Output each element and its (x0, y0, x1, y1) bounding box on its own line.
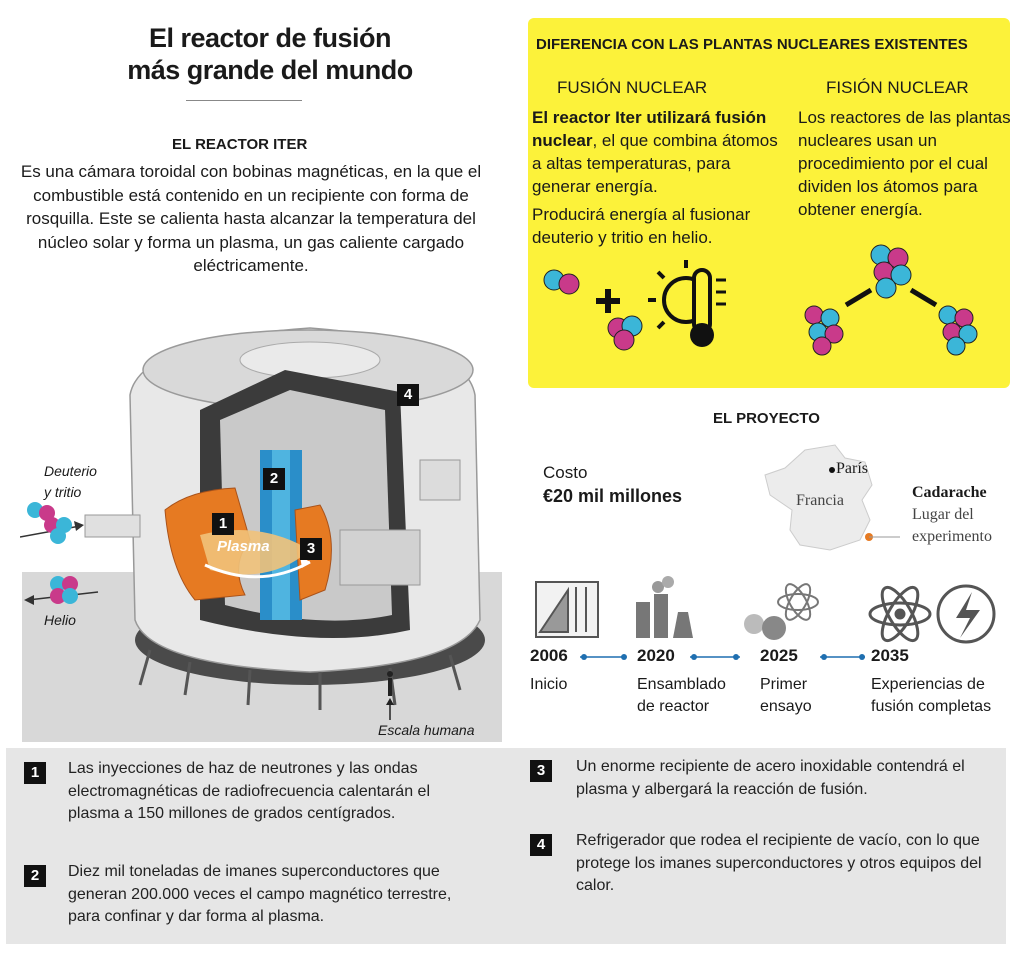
page-title: El reactor de fusión más grande del mund… (80, 22, 460, 86)
timeline-text-line-2: fusión completas (871, 698, 992, 715)
label-escala-humana: Escala humana (378, 722, 475, 738)
note-4: Refrigerador que rodea el recipiente de … (576, 832, 982, 894)
atom-energy-icon (868, 584, 996, 644)
label-plasma: Plasma (217, 538, 270, 555)
title-line-2: más grande del mundo (127, 55, 413, 85)
timeline-year: 2020 (637, 646, 675, 665)
map-label-lugar: Lugar del (912, 506, 974, 523)
timeline-item-2025: 2025 Primer ensayo (760, 646, 812, 718)
map-label-francia: Francia (796, 492, 844, 509)
fusion-title: FUSIÓN NUCLEAR (557, 78, 708, 97)
timeline-year: 2025 (760, 646, 798, 665)
map-label-paris: París (836, 460, 868, 477)
fusion-text-2: Producirá energía al fusionar deuterio y… (532, 205, 751, 247)
map-label-cadarache: Cadarache (912, 484, 987, 501)
timeline-text-line-1: Primer (760, 676, 808, 693)
note-3: Un enorme recipiente de acero inoxidable… (576, 758, 965, 798)
reactor-heading: EL REACTOR ITER (172, 136, 308, 153)
factory-icon (636, 576, 693, 638)
france-map (764, 444, 900, 551)
label-tritio: y tritio (44, 484, 82, 500)
cost-value: €20 mil millones (543, 486, 683, 506)
timeline-icons (535, 576, 996, 644)
label-helio: Helio (44, 612, 76, 628)
fusion-text: El reactor Iter utilizará fusión nuclear… (532, 106, 780, 198)
reactor-description: Es una cámara toroidal con bobinas magné… (20, 162, 482, 275)
project-heading: EL PROYECTO (713, 410, 820, 427)
notes-panel (6, 748, 1006, 944)
label-deuterio: Deuterio (44, 463, 97, 479)
map-label-experimento: experimento (912, 528, 992, 545)
timeline-text-line-1: Inicio (530, 676, 568, 693)
reactor-badge-1: 1 (212, 513, 234, 535)
note-badge-4: 4 (530, 834, 552, 856)
fusion-bold-text: El reactor Iter utilizará fusión nuclear (532, 108, 767, 150)
fission-text: Los reactores de las plantas nucleares u… (798, 108, 1011, 219)
fusion-fission-illustration (543, 244, 978, 356)
timeline-year: 2006 (530, 646, 568, 665)
timeline-item-2035: 2035 Experiencias de fusión completas (871, 646, 991, 718)
timeline-item-2020: 2020 Ensamblado de reactor (637, 646, 726, 718)
title-line-1: El reactor de fusión (148, 23, 392, 53)
reactor-badge-4: 4 (397, 384, 419, 406)
timeline-text-line-2: de reactor (637, 698, 710, 715)
timeline-text-line-2: ensayo (760, 698, 812, 715)
blueprint-icon (535, 581, 599, 638)
timeline-text-line-1: Experiencias de (871, 676, 985, 693)
difference-heading: DIFERENCIA CON LAS PLANTAS NUCLEARES EXI… (536, 36, 968, 53)
reactor-illustration (20, 327, 485, 720)
title-divider (186, 100, 302, 101)
note-badge-1: 1 (24, 762, 46, 784)
atom-experiment-icon (744, 583, 819, 640)
note-badge-2: 2 (24, 865, 46, 887)
timeline-text-line-1: Ensamblado (637, 676, 726, 693)
note-badge-3: 3 (530, 760, 552, 782)
reactor-badge-2: 2 (263, 468, 285, 490)
timeline-year: 2035 (871, 646, 909, 665)
fusion-rest-text: , el que combina átomos a altas temperat… (532, 131, 778, 196)
note-2: Diez mil toneladas de imanes superconduc… (68, 863, 452, 925)
fission-title: FISIÓN NUCLEAR (826, 78, 969, 97)
timeline-item-2006: 2006 Inicio (530, 646, 568, 696)
reactor-badge-3: 3 (300, 538, 322, 560)
cost-label: Costo (543, 463, 588, 482)
timeline-connectors (580, 654, 865, 660)
note-1: Las inyecciones de haz de neutrones y la… (68, 760, 430, 822)
